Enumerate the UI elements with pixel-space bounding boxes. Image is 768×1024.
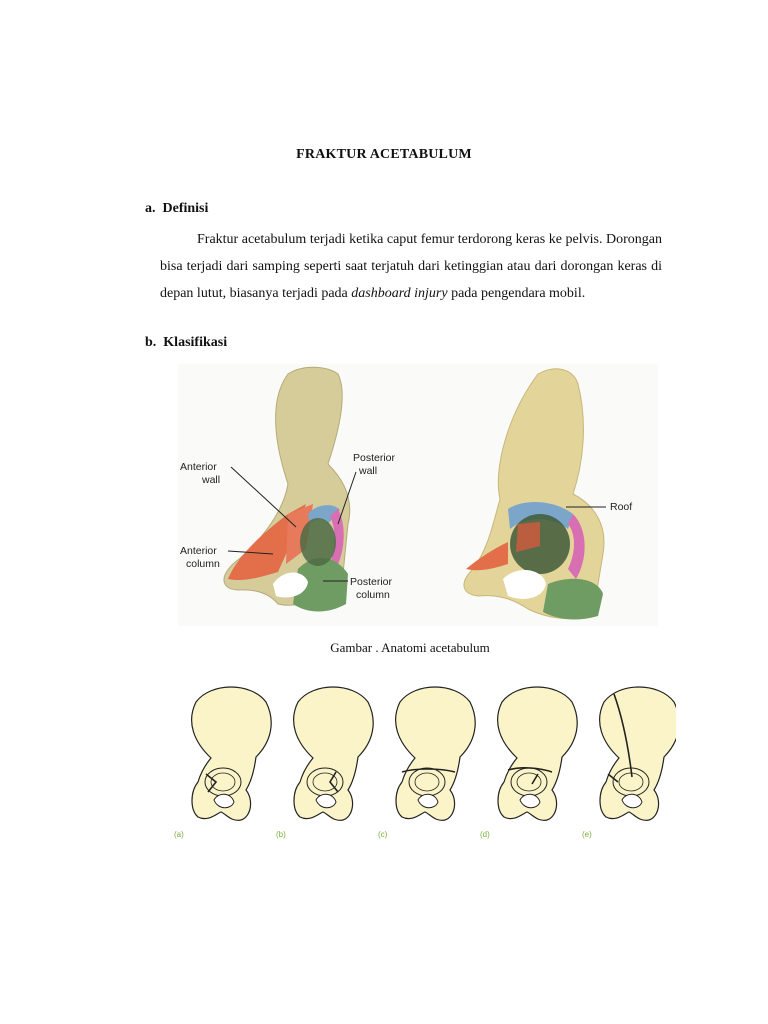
panel-label-a: (a) [174,830,184,839]
section-a-heading: a. Definisi [145,201,208,217]
section-a-title: Definisi [162,201,209,216]
section-a-marker: a. [145,201,156,216]
right-obturator-foramen [503,569,546,599]
left-posterior-column [293,557,348,612]
left-anterior-wall [286,504,313,564]
panel-b [293,686,374,821]
fracture-classification-figure: (a) (b) (c) (d) (e) [166,674,680,854]
panel-label-e: (e) [582,830,592,839]
section-b-title: Klasifikasi [163,335,228,350]
panel-label-b: (b) [276,830,286,839]
right-anterior-region [466,542,508,571]
left-anterior-region [228,504,306,581]
panel-label-c: (c) [378,830,388,839]
definition-paragraph: Fraktur acetabulum terjadi ketika caput … [160,226,662,307]
panel-d [497,686,578,821]
leader-posterior-wall [337,471,357,525]
label-roof: Roof [610,501,633,513]
right-posterior-wall [568,514,585,579]
definition-italic-term: dashboard injury [351,286,448,301]
panel-c [395,686,476,821]
definition-text-start: Fraktur acetabulum terjadi ketika caput … [160,232,662,301]
panel-a [191,686,272,821]
right-posterior-column [543,578,603,620]
left-obturator-foramen [273,572,308,598]
section-b-marker: b. [145,335,157,350]
panel-e [599,686,680,821]
page-title: FRAKTUR ACETABULUM [296,147,472,162]
figure-caption: Gambar . Anatomi acetabulum [330,640,490,655]
acetabulum-anatomy-illustration [178,364,658,626]
fracture-panels-illustration [191,686,680,821]
section-b-heading: b. Klasifikasi [145,335,227,351]
right-anterior-wedge [516,522,540,552]
left-acetabulum-socket [300,518,336,566]
leader-anterior-wall [230,466,297,528]
definition-text-end: pada pengendara mobil. [447,286,586,301]
panel-label-d: (d) [480,830,490,839]
leader-anterior-column [227,550,274,555]
